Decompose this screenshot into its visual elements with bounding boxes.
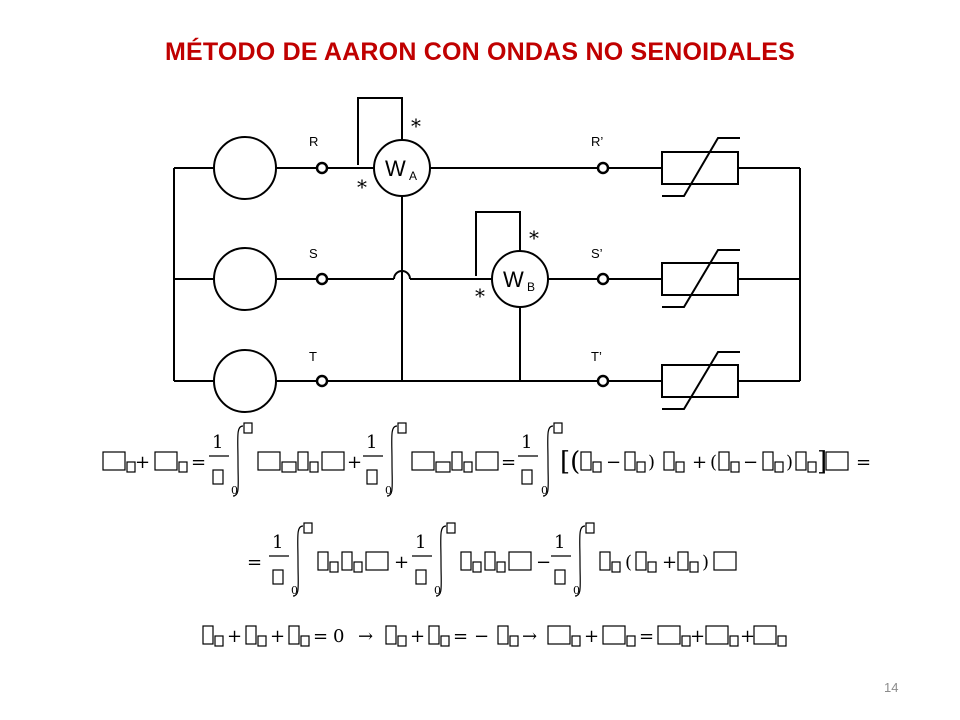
svg-text:1: 1 [521, 432, 532, 453]
svg-text:1: 1 [554, 532, 565, 553]
svg-text:1: 1 [272, 532, 283, 553]
polarity-mark: * [411, 114, 421, 138]
svg-text:=: = [191, 452, 206, 473]
svg-text:0: 0 [385, 484, 392, 497]
svg-text:(: ( [710, 452, 717, 473]
wattmeter-a-subscript: A [409, 169, 417, 183]
svg-text:=: = [453, 626, 468, 647]
svg-text:): ) [786, 452, 793, 473]
svg-text:−: − [606, 452, 621, 473]
label-r-prime: R’ [591, 134, 603, 149]
terminal-t-prime [596, 374, 610, 388]
svg-text:−: − [536, 552, 551, 573]
svg-text:0: 0 [434, 584, 441, 597]
terminal-r-prime [596, 161, 610, 175]
svg-text:+: + [135, 452, 150, 473]
wattmeter-a-label: W [385, 156, 406, 181]
svg-text:0: 0 [231, 484, 238, 497]
wattmeter-b-subscript: B [527, 280, 535, 294]
svg-text:+: + [692, 452, 707, 473]
label-t: T [309, 349, 317, 364]
polarity-mark: * [529, 226, 539, 250]
source-circle-t [213, 349, 277, 413]
svg-text:0: 0 [573, 584, 580, 597]
source-circle-s [213, 247, 277, 311]
svg-text:−: − [743, 452, 758, 473]
svg-text:): ) [702, 552, 709, 573]
svg-text:+: + [690, 626, 705, 647]
svg-text:0: 0 [291, 584, 298, 597]
equation-line-3: + + = 0 → + = − → + = + + [202, 625, 787, 647]
svg-text:+: + [662, 552, 677, 573]
terminal-t [315, 374, 329, 388]
svg-text:1: 1 [366, 432, 377, 453]
svg-text:+: + [270, 626, 285, 647]
svg-text:(: ( [625, 552, 632, 573]
terminal-s [315, 272, 329, 286]
label-t-prime: T’ [591, 349, 602, 364]
svg-text:=: = [313, 626, 328, 647]
slide-title: MÉTODO DE AARON CON ONDAS NO SENOIDALES [164, 38, 796, 66]
label-s-prime: S’ [591, 246, 603, 261]
svg-text:0: 0 [541, 484, 548, 497]
svg-text:→: → [522, 626, 537, 647]
terminal-s-prime [596, 272, 610, 286]
svg-text:+: + [227, 626, 242, 647]
svg-text:−: − [474, 626, 489, 647]
label-r: R [309, 134, 318, 149]
terminal-r [315, 161, 329, 175]
label-s: S [309, 246, 318, 261]
svg-text:+: + [740, 626, 755, 647]
svg-text:0: 0 [333, 626, 344, 647]
page-number: 14 [884, 680, 899, 695]
svg-text:=: = [856, 452, 871, 473]
svg-text:1: 1 [415, 532, 426, 553]
polarity-mark: * [357, 175, 367, 199]
svg-text:+: + [394, 552, 409, 573]
svg-text:]: ] [817, 447, 827, 477]
svg-text:+: + [410, 626, 425, 647]
svg-text:=: = [639, 626, 654, 647]
svg-text:1: 1 [212, 432, 223, 453]
svg-text:=: = [247, 552, 262, 573]
svg-text:→: → [358, 626, 373, 647]
equation-line-2: = 1 0 + 1 0 − 1 0 ( + ) [247, 522, 737, 597]
svg-text:+: + [347, 452, 362, 473]
svg-text:=: = [501, 452, 516, 473]
polarity-mark: * [475, 284, 485, 308]
svg-text:+: + [584, 626, 599, 647]
wattmeter-b-label: W [503, 267, 524, 292]
source-circle-r [213, 136, 277, 200]
equation-line-1: + = 1 0 + 1 0 = 1 0 [( − ) + ( − ) ] = [102, 422, 871, 497]
svg-text:): ) [648, 452, 655, 473]
svg-text:[(: [( [560, 447, 580, 477]
